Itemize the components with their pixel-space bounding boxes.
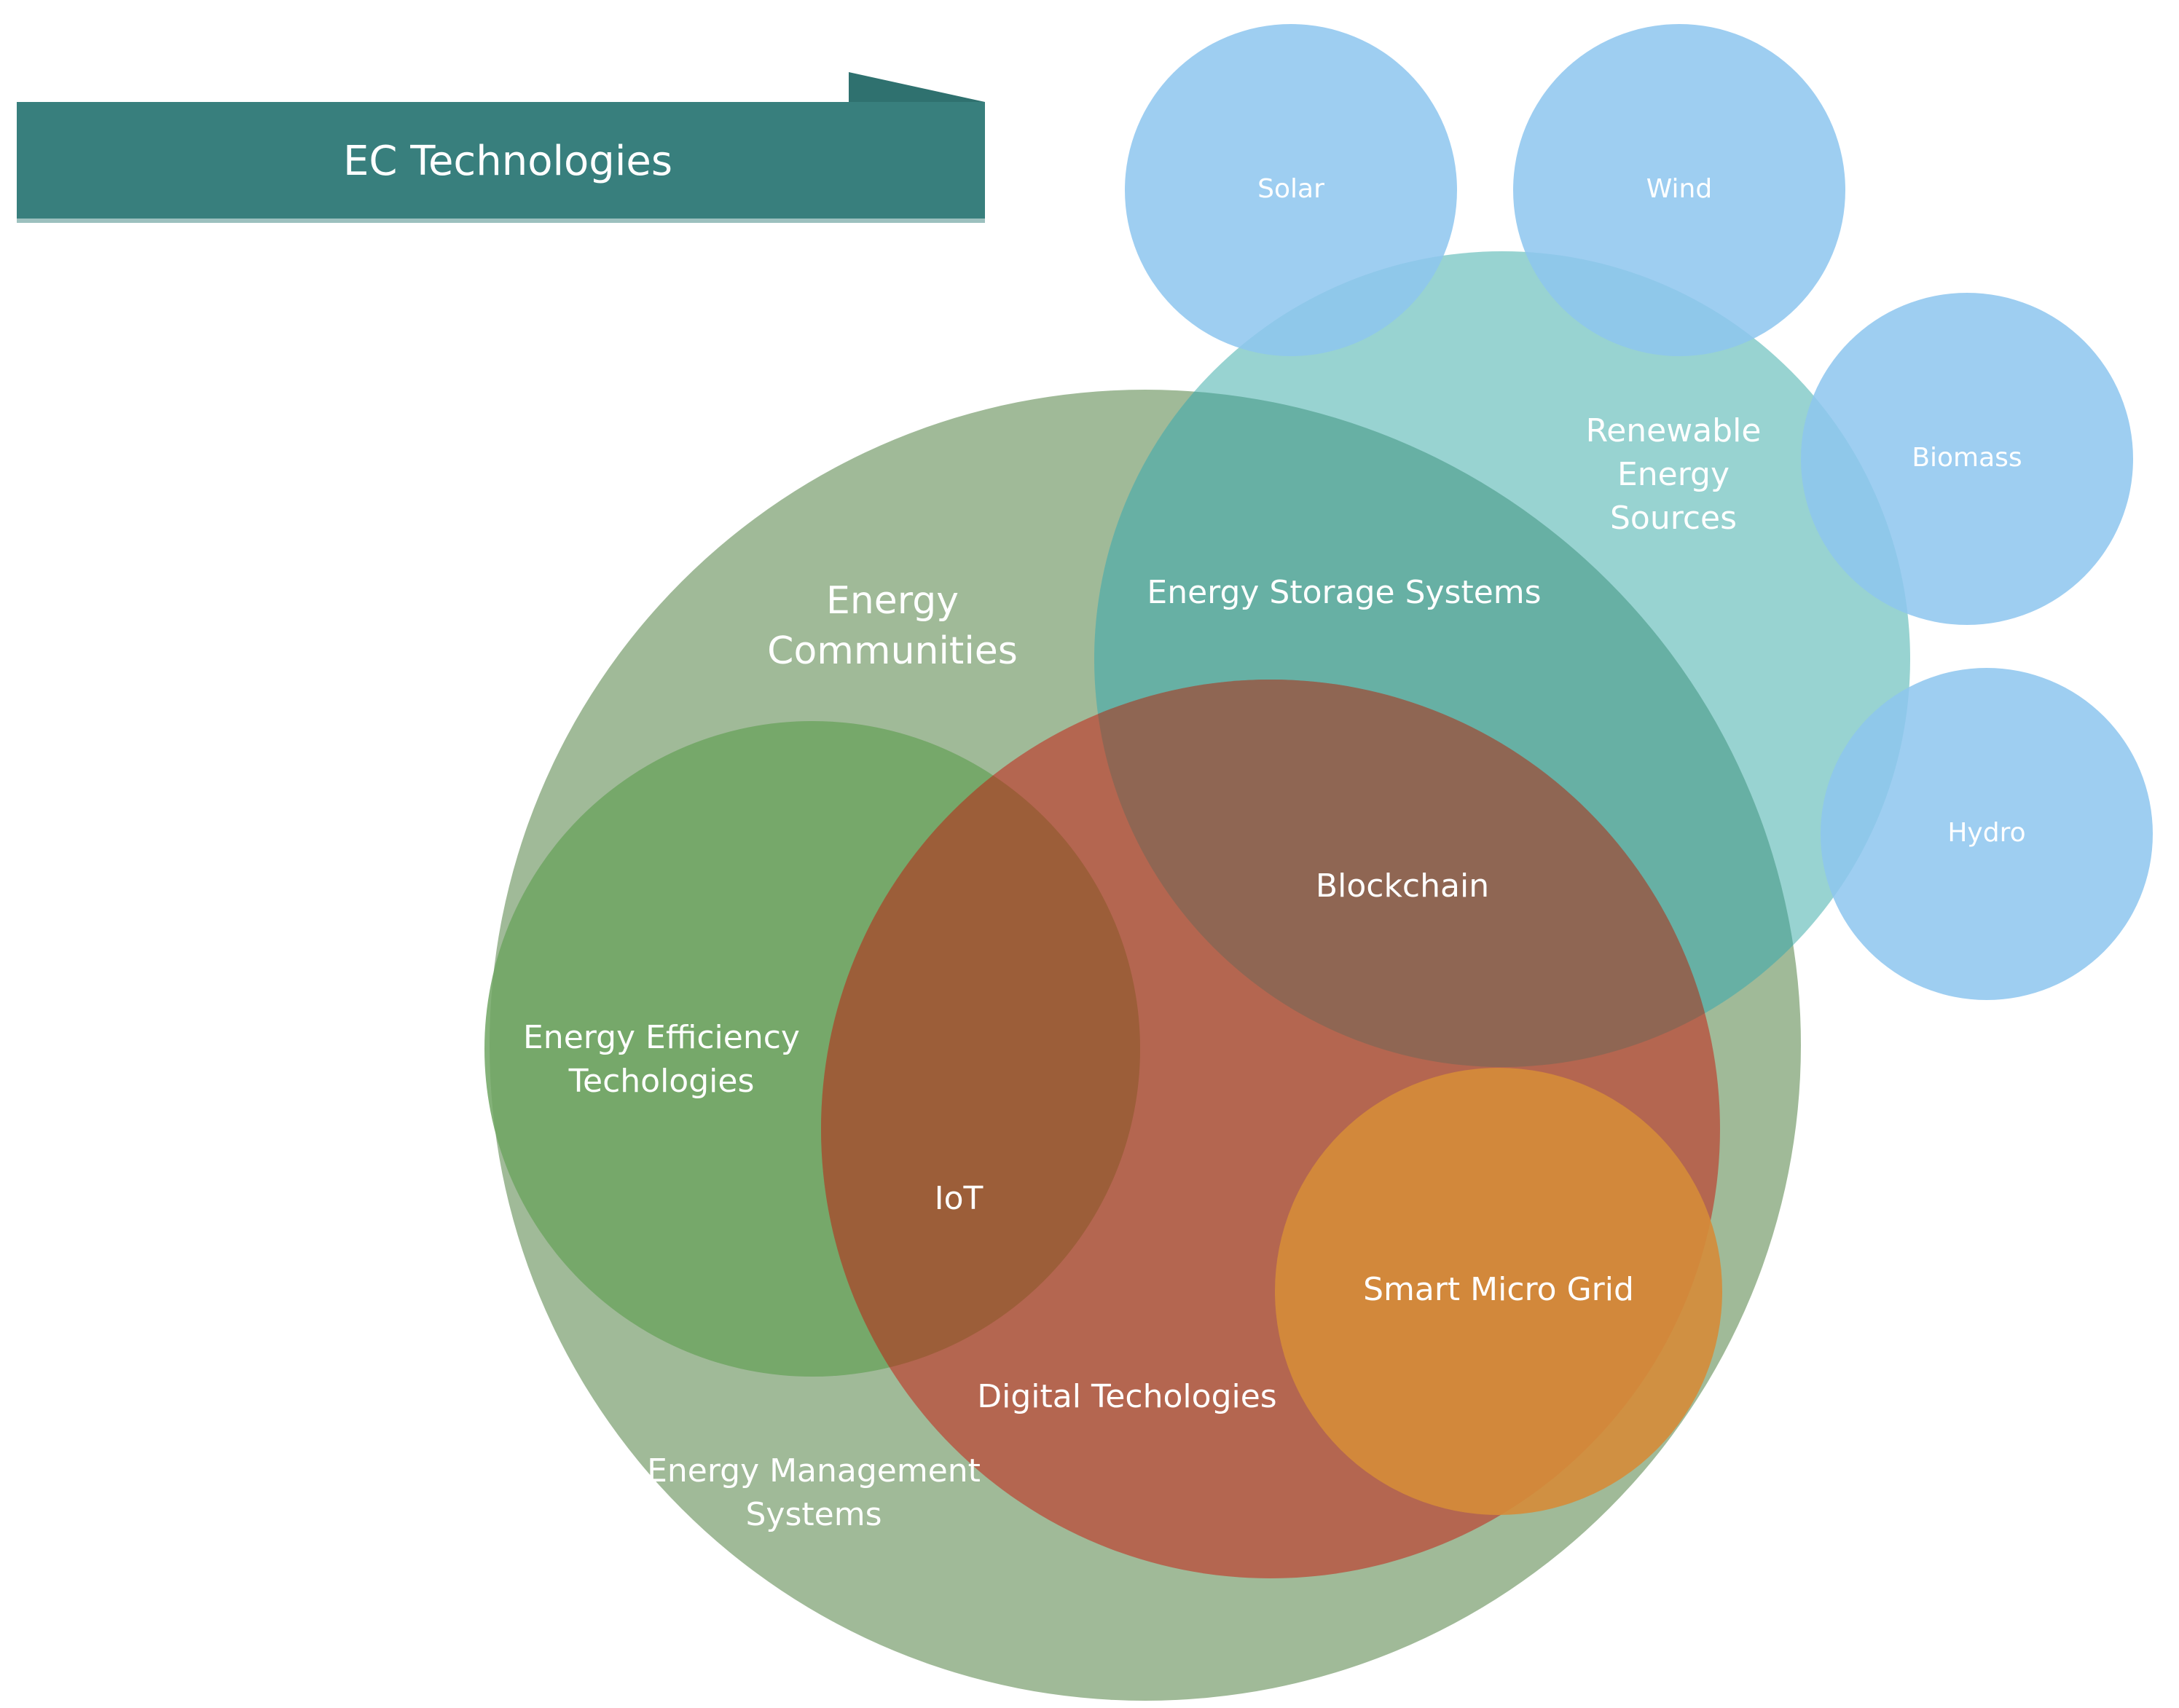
title-banner: EC Technologies [17,72,985,223]
energy-management-line-2: Systems [746,1496,882,1533]
energy-efficiency-line-2: Techologies [568,1063,755,1100]
banner-body [17,102,985,223]
energy-communities-label: Energy Communities [767,579,1018,673]
energy-management-line-1: Energy Management [647,1452,981,1489]
solar-label: Solar [1257,174,1324,204]
smart-micro-grid-circle [1275,1068,1722,1515]
banner-flag-tab [849,72,985,102]
energy-efficiency-line-1: Energy Efficiency [523,1019,800,1056]
renewable-label-line-1: Renewable [1586,412,1762,449]
solar-circle [1125,24,1457,356]
renewable-label-line-3: Sources [1610,500,1737,537]
banner-bottom-edge [17,219,985,223]
energy-management-label: Energy Management Systems [647,1452,981,1533]
wind-circle [1513,24,1845,356]
hydro-label: Hydro [1947,818,2025,848]
biomass-label: Biomass [1912,443,2022,473]
wind-label: Wind [1646,174,1712,204]
energy-communities-line-2: Communities [767,629,1018,673]
smart-micro-grid-label: Smart Micro Grid [1363,1271,1634,1308]
renewable-energy-sources-label: Renewable Energy Sources [1586,412,1762,537]
digital-technologies-label: Digital Techologies [977,1378,1276,1415]
banner-title: EC Technologies [343,138,672,185]
biomass-circle [1801,293,2133,625]
energy-communities-line-1: Energy [826,579,959,623]
energy-storage-label: Energy Storage Systems [1147,574,1541,611]
blockchain-overlap [1094,680,1720,1067]
renewable-label-line-2: Energy [1617,456,1730,493]
energy-efficiency-label: Energy Efficiency Techologies [523,1019,800,1100]
hydro-circle [1821,668,2153,1000]
iot-label: IoT [935,1180,984,1217]
blockchain-label: Blockchain [1316,867,1489,905]
